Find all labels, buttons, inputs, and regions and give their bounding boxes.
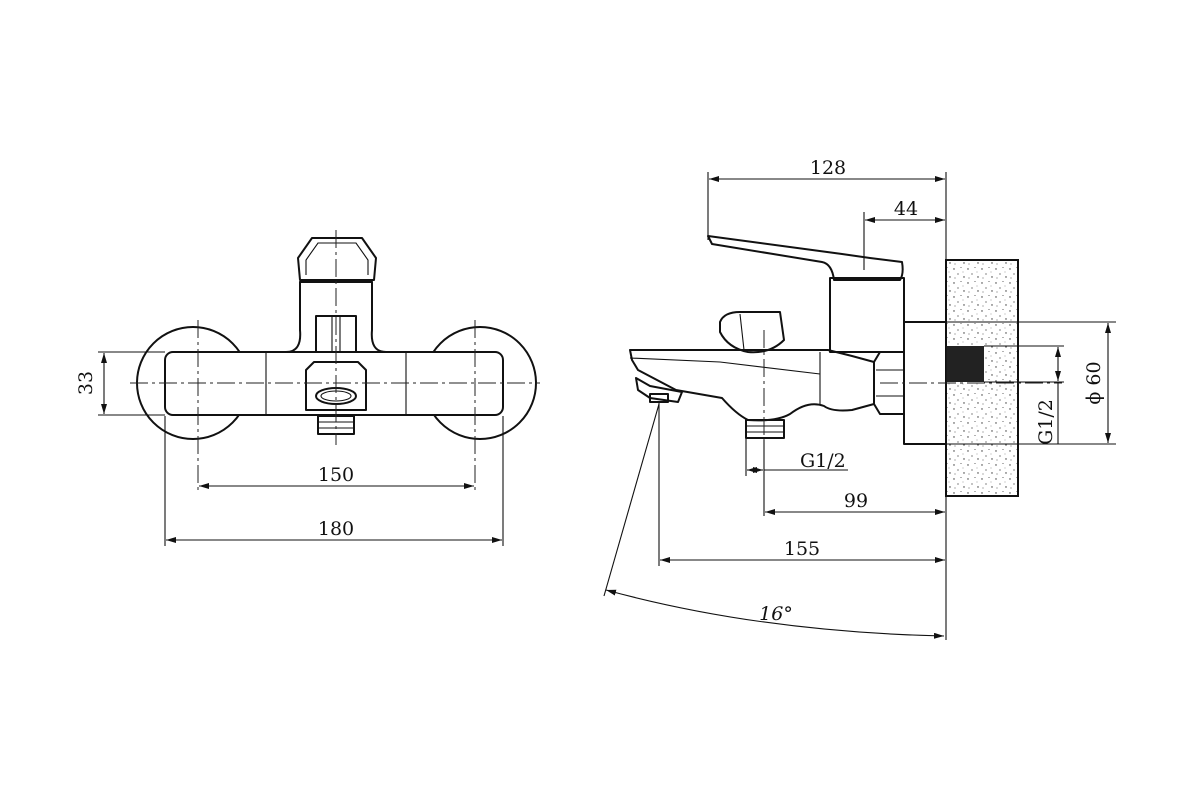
side-view: 128 44 G1/2 99 155 16° ϕ 60 G1/2	[603, 157, 1116, 640]
cartridge-housing	[285, 281, 387, 353]
dim-spout-length: 155	[784, 538, 820, 560]
dim-overall-width: 180	[318, 518, 354, 540]
dim-lever-length: 128	[810, 157, 846, 179]
dim-inlet-thread: G1/2	[800, 450, 846, 472]
diverter-knob	[719, 311, 785, 354]
outlet-thread-side	[745, 419, 785, 439]
front-view: 33 150 180	[75, 230, 540, 546]
cartridge-body	[829, 277, 905, 353]
dim-body-depth: 44	[894, 198, 918, 220]
dim-flange-diameter: ϕ 60	[1083, 361, 1105, 404]
aerator	[305, 361, 367, 411]
dim-wall-thread: G1/2	[1035, 399, 1057, 445]
lever-side	[707, 235, 904, 281]
spout-tip	[635, 377, 683, 403]
wall-thread	[946, 346, 984, 382]
dim-centers: 150	[318, 464, 354, 486]
spout-body	[629, 349, 875, 422]
lever-handle	[297, 237, 377, 281]
dim-outlet-offset: 99	[844, 490, 868, 512]
dim-height: 33	[75, 371, 97, 395]
dim-angle: 16°	[759, 603, 793, 625]
